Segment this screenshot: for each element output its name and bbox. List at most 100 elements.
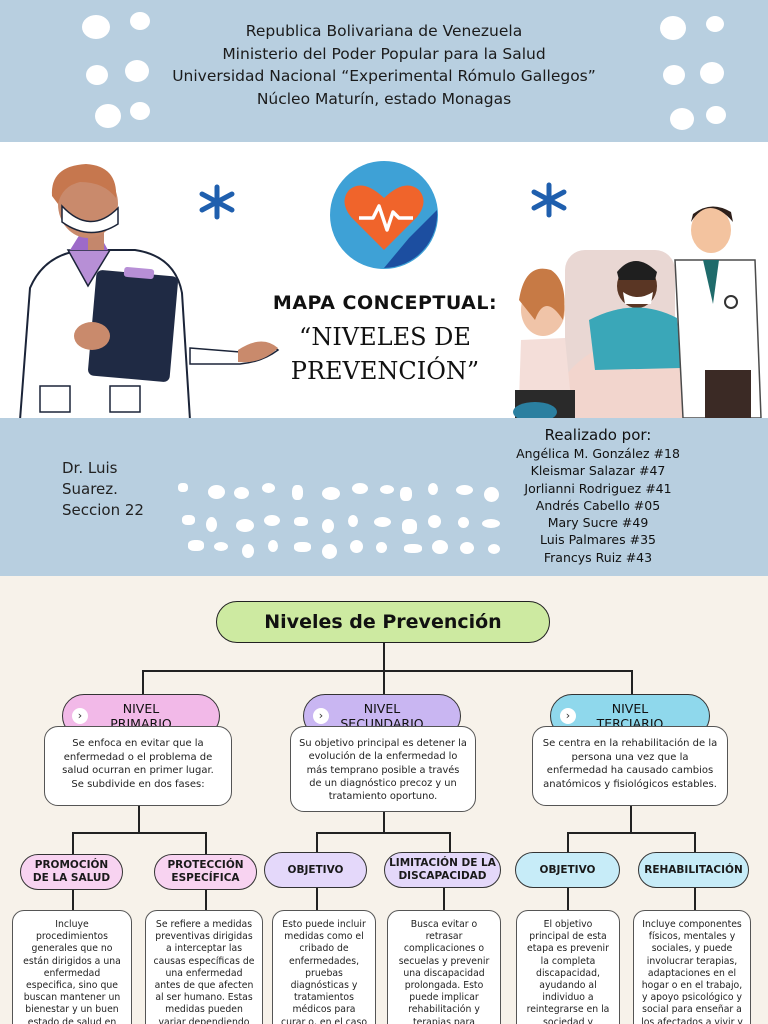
pebble-decoration [188,540,204,551]
pebble-decoration [178,483,188,492]
pebble-decoration [236,519,254,532]
star-decoration-icon [199,184,235,220]
pebble-decoration [214,542,228,551]
pebble-decoration [348,515,358,527]
pebble-decoration [402,519,417,534]
pebble-decoration [458,517,469,528]
pebble-decoration [268,540,278,552]
pebble-decoration [460,542,474,554]
doctor-with-clipboard-illustration [19,164,280,418]
header-line: Universidad Nacional “Experimental Rómul… [172,67,596,85]
teacher-line: Seccion 22 [62,501,144,519]
map-title-line: PREVENCIÓN” [290,357,480,385]
subnode-label: OBJETIVO [539,863,596,876]
subnode-objetivo-secundario: OBJETIVO [264,852,367,888]
chevron-right-icon: › [72,708,88,724]
connector-line [567,888,569,910]
header-line: Ministerio del Poder Popular para la Sal… [222,44,546,63]
connector-line [383,643,385,671]
pebble-decoration [482,519,500,528]
connector-line [383,812,385,832]
flower-decoration [706,16,724,32]
flower-decoration [706,106,726,124]
map-title-line: “NIVELES DE [299,323,471,351]
authors-band: Dr. Luis Suarez. Seccion 22 Realizado po… [0,418,768,576]
pebble-decoration [242,544,254,558]
flower-decoration [95,104,121,128]
detail-card: El objetivo principal de esta etapa es p… [516,910,620,1024]
pebble-decoration [432,540,448,554]
connector-line [142,670,632,672]
pebble-decoration [484,487,499,502]
detail-card: Esto puede incluir medidas como el criba… [272,910,376,1024]
pebble-decoration [456,485,473,495]
connector-line [316,888,318,910]
flower-decoration [670,108,694,130]
connector-line [72,832,206,834]
subnode-promocion: PROMOCIÓN DE LA SALUD [20,854,123,890]
author-name: Mary Sucre #49 [547,515,649,531]
concept-map: Niveles de Prevención › NIVEL PRIMARIO ›… [0,576,768,1024]
flower-decoration [82,15,110,39]
subnode-objetivo-terciario: OBJETIVO [515,852,620,888]
author-name: Luis Palmares #35 [540,532,656,548]
chevron-right-icon: › [313,708,329,724]
connector-line [694,888,696,910]
pebble-decoration [264,515,280,526]
detail-card: Busca evitar o retrasar complicaciones o… [387,910,501,1024]
flower-decoration [660,16,686,40]
pebble-decoration [294,517,308,526]
author-name: Kleismar Salazar #47 [530,463,666,479]
flower-decoration [86,65,108,85]
institution-header: Republica Bolivariana de Venezuela Minis… [0,20,768,110]
pebble-decoration [206,517,217,532]
star-decoration-icon [531,182,567,218]
pebble-decoration [234,487,249,499]
pebble-decoration [208,485,225,499]
pebble-decoration [182,515,195,525]
pebble-decoration [488,544,500,554]
detail-card: Se refiere a medidas preventivas dirigid… [145,910,263,1024]
pebble-decoration [374,517,391,527]
teacher-line: Suarez. [62,480,118,498]
connector-line [567,832,569,854]
level-description: Se enfoca en evitar que la enfermedad o … [44,726,232,806]
subnode-proteccion: PROTECCIÓN ESPECÍFICA [154,854,257,890]
connector-line [383,670,385,694]
map-title: “NIVELES DE PREVENCIÓN” [240,320,530,388]
pebble-decoration [262,483,275,493]
pebble-decoration [352,483,368,494]
pebble-decoration [294,542,311,552]
subnode-label: PROTECCIÓN ESPECÍFICA [167,859,244,884]
title-banner: MAPA CONCEPTUAL: “NIVELES DE PREVENCIÓN” [0,142,768,418]
heart-pulse-icon [330,161,438,269]
patient-care-illustration [513,206,762,418]
chevron-right-icon: › [560,708,576,724]
author-name: Angélica M. González #18 [516,446,680,461]
pebble-decoration [428,515,441,528]
subnode-label: LIMITACIÓN DE LA DISCAPACIDAD [389,857,496,882]
pebble-decoration [292,485,303,500]
pebble-decoration [404,544,422,553]
connector-line [630,806,632,832]
connector-line [142,670,144,694]
connector-line [316,832,318,854]
flower-decoration [700,62,724,84]
subnode-label: REHABILITACIÓN [644,863,743,876]
connector-line [72,832,74,854]
flower-decoration [130,102,150,120]
pebble-decoration [322,519,334,533]
subnode-limitacion: LIMITACIÓN DE LA DISCAPACIDAD [384,852,501,888]
connector-line [694,832,696,854]
connector-line [443,888,445,910]
connector-line [567,832,695,834]
level-description: Su objetivo principal es detener la evol… [290,726,476,812]
author-name: Jorlianni Rodriguez #41 [524,480,672,496]
connector-line [449,832,451,854]
header-band: Republica Bolivariana de Venezuela Minis… [0,0,768,142]
connector-line [138,806,140,832]
author-name: Francys Ruiz #43 [543,549,653,565]
pebble-decoration [350,540,363,553]
subnode-label: OBJETIVO [287,863,344,876]
subnode-rehabilitacion: REHABILITACIÓN [638,852,749,888]
